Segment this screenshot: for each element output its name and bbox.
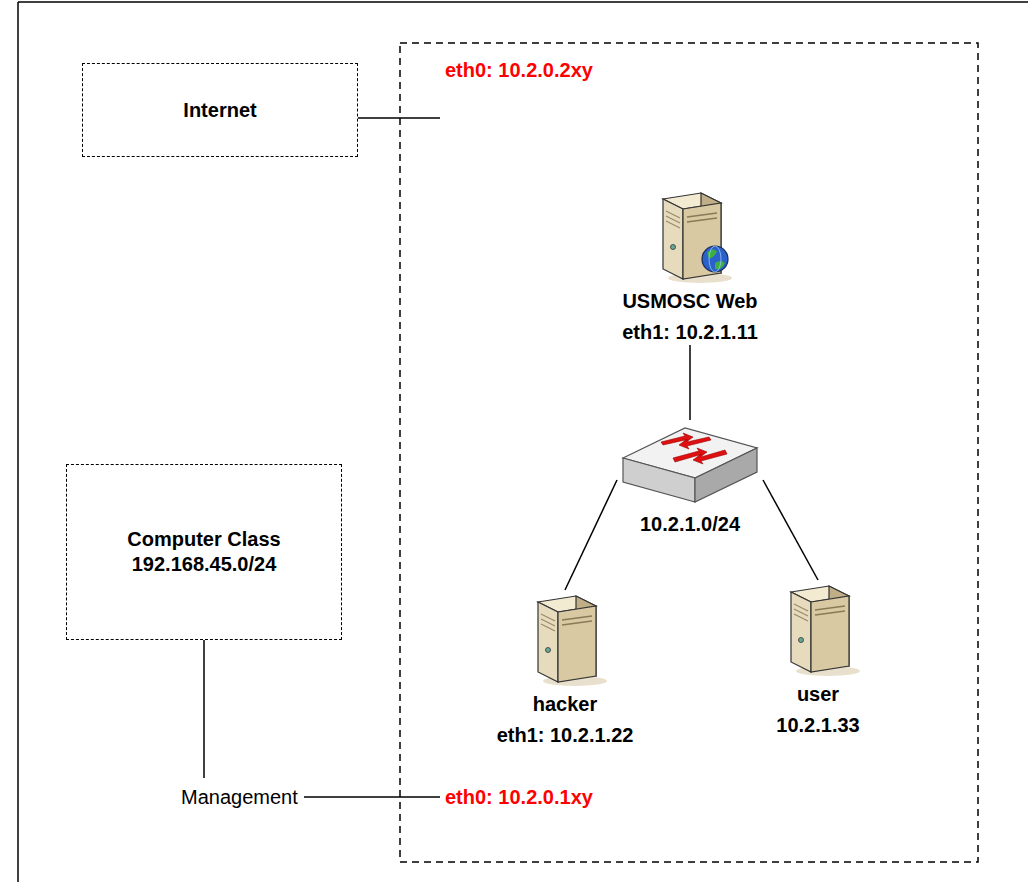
network-link: [565, 480, 617, 590]
network-switch: 10.2.1.0/24: [605, 418, 775, 537]
server: hacker eth1: 10.2.1.22: [465, 588, 665, 748]
node-title: Computer Class: [127, 527, 280, 552]
network-box: Computer Class192.168.45.0/24: [66, 464, 342, 640]
node-title: user: [797, 682, 839, 707]
cloud-box: Internet: [82, 63, 358, 157]
node-title: USMOSC Web: [622, 289, 757, 314]
management-link: [203, 640, 205, 778]
server-icon: [773, 578, 863, 678]
node-address: eth1: 10.2.1.22: [497, 723, 634, 748]
node-address: 10.2.1.33: [776, 713, 859, 738]
link-label: Management: [181, 785, 298, 809]
network-link: [689, 345, 691, 420]
interface-label: eth0: 10.2.0.2xy: [445, 58, 593, 82]
web-server: USMOSC Web eth1: 10.2.1.11: [600, 185, 780, 345]
server-icon: [645, 185, 735, 285]
management-link: [304, 796, 440, 798]
network-link: [763, 480, 818, 580]
node-title: hacker: [533, 692, 598, 717]
lab-boundary: [400, 43, 978, 862]
node-address: 192.168.45.0/24: [132, 552, 277, 577]
node-title: 10.2.1.0/24: [640, 512, 740, 537]
outer-frame: [17, 2, 19, 882]
server: user 10.2.1.33: [728, 578, 908, 738]
interface-label: eth0: 10.2.0.1xy: [445, 785, 593, 809]
outer-frame: [18, 1, 1028, 3]
node-title: Internet: [183, 98, 256, 123]
node-address: eth1: 10.2.1.11: [622, 320, 758, 345]
internet-link: [358, 117, 440, 119]
server-icon: [520, 588, 610, 688]
switch-icon: [615, 418, 765, 508]
